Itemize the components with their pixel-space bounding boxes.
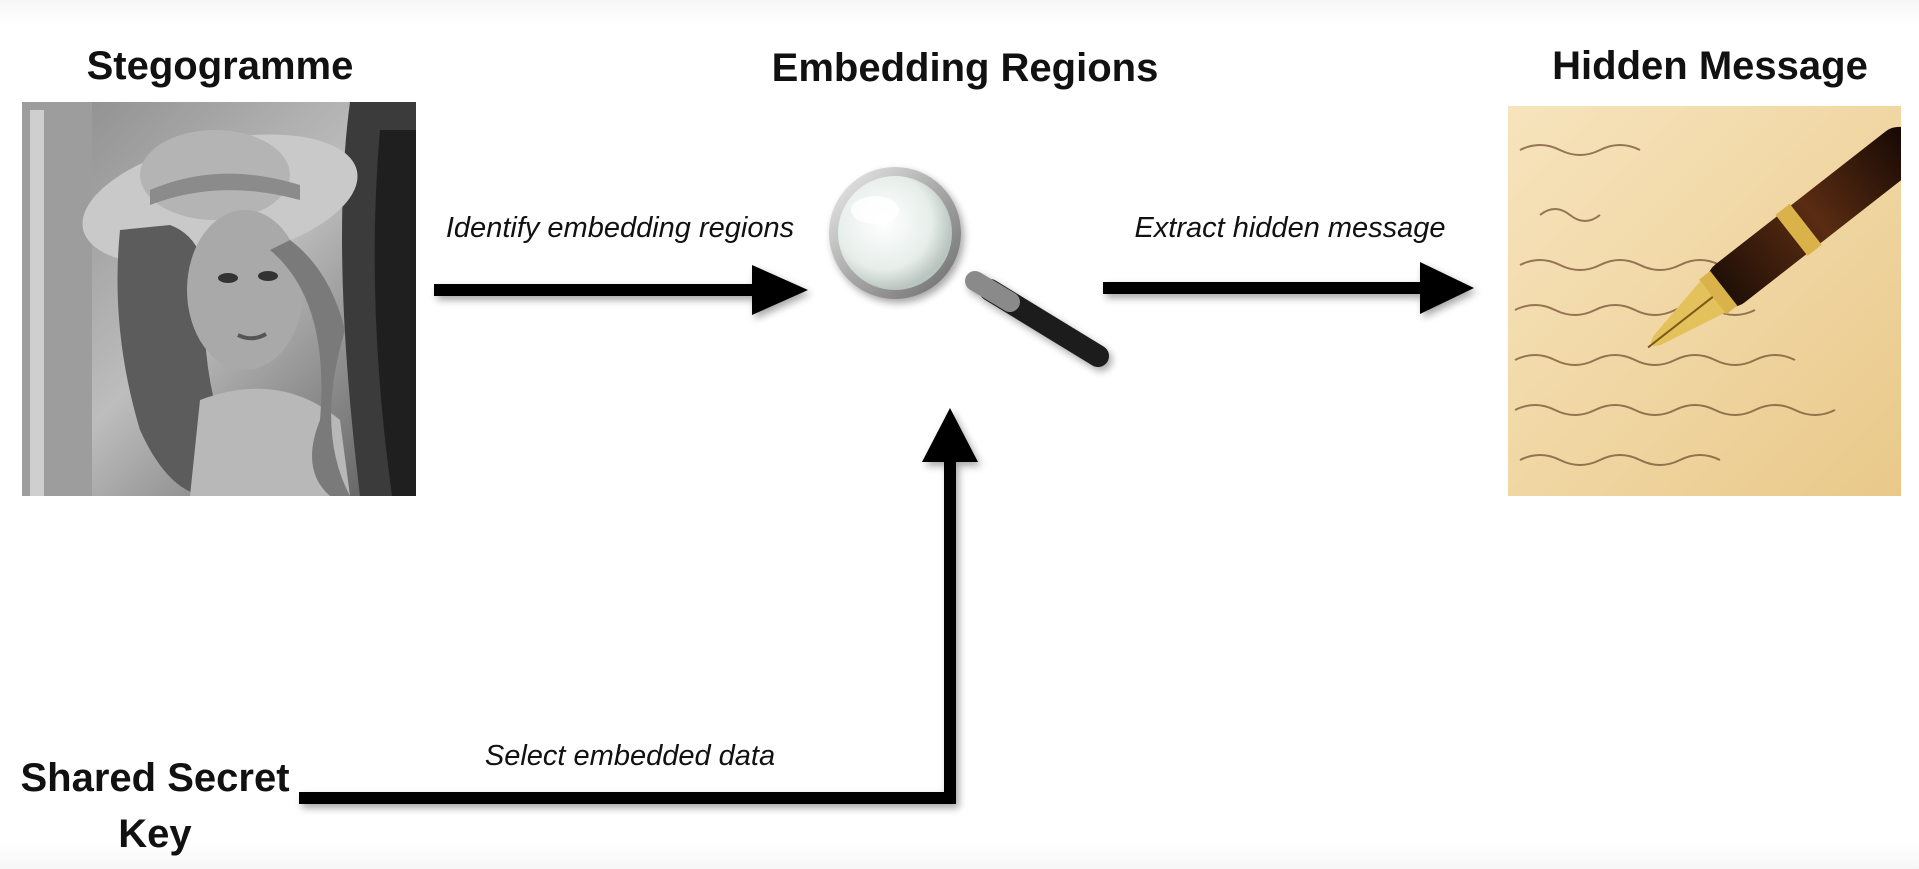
magnifying-glass-icon [829, 167, 1109, 367]
arrow-extract [1103, 262, 1474, 314]
embedding-regions-heading: Embedding Regions [771, 46, 1159, 90]
hidden-message-image [1508, 106, 1901, 496]
identify-regions-caption: Identify embedding regions [445, 212, 795, 244]
stegogramme-image [22, 102, 416, 496]
shared-secret-key-heading: Shared Secret Key [20, 756, 290, 856]
select-data-caption: Select embedded data [484, 740, 776, 772]
hidden-message-heading: Hidden Message [1552, 44, 1868, 88]
extract-message-caption: Extract hidden message [1134, 212, 1446, 244]
arrow-select [299, 408, 978, 804]
arrow-identify [434, 265, 808, 315]
stegogramme-heading: Stegogramme [86, 44, 354, 88]
